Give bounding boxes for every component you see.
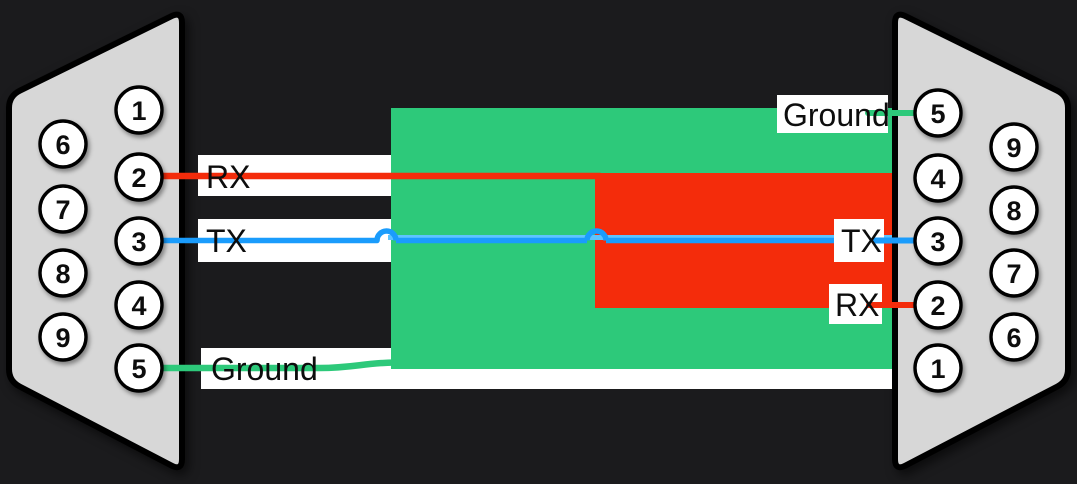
right-pin-9-number: 9 bbox=[1006, 133, 1021, 163]
tx-wire-hop-2 bbox=[584, 228, 609, 241]
left-pin-3 bbox=[114, 216, 164, 266]
left-pin-5 bbox=[114, 343, 164, 393]
right-pin-4 bbox=[913, 153, 963, 203]
left-pin-8-number: 8 bbox=[55, 259, 70, 289]
right-pin-1 bbox=[913, 343, 963, 393]
left-pin-5-number: 5 bbox=[131, 354, 146, 384]
left-pin-7-number: 7 bbox=[55, 195, 70, 225]
left-pin-4-number: 4 bbox=[131, 291, 146, 321]
left-pin-2 bbox=[114, 152, 164, 202]
left-tx-label: TX bbox=[206, 223, 247, 259]
right-pin-5-number: 5 bbox=[930, 99, 945, 129]
left-rx-label: RX bbox=[206, 159, 250, 195]
left-pin-1 bbox=[114, 85, 164, 135]
left-pin-8 bbox=[38, 248, 88, 298]
left-pin-9-number: 9 bbox=[55, 323, 70, 353]
left-pin-3-number: 3 bbox=[131, 227, 146, 257]
right-tx-label: TX bbox=[841, 223, 882, 259]
right-pin-6-number: 6 bbox=[1006, 323, 1021, 353]
left-pin-4 bbox=[114, 280, 164, 330]
right-ground-label: Ground bbox=[783, 97, 890, 133]
left-pin-7 bbox=[38, 184, 88, 234]
left-pin-6-number: 6 bbox=[55, 130, 70, 160]
right-pin-5 bbox=[913, 88, 963, 138]
right-pin-2-number: 2 bbox=[930, 291, 945, 321]
right-pin-9 bbox=[989, 122, 1039, 172]
left-pin-1-number: 1 bbox=[131, 96, 146, 126]
right-pin-1-number: 1 bbox=[930, 354, 945, 384]
tx-wire-hop-1 bbox=[374, 228, 399, 241]
right-pin-6 bbox=[989, 312, 1039, 362]
right-pin-2 bbox=[913, 280, 963, 330]
right-pin-8-number: 8 bbox=[1006, 196, 1021, 226]
left-pin-2-number: 2 bbox=[131, 163, 146, 193]
left-pin-9 bbox=[38, 312, 88, 362]
right-pin-4-number: 4 bbox=[930, 164, 945, 194]
right-pin-3-number: 3 bbox=[930, 227, 945, 257]
left-ground-label: Ground bbox=[211, 351, 318, 387]
right-rx-label: RX bbox=[835, 287, 879, 323]
right-pin-7 bbox=[989, 248, 1039, 298]
right-pin-3 bbox=[913, 216, 963, 266]
ground-wire-left-segment bbox=[155, 359, 398, 372]
right-pin-8 bbox=[989, 185, 1039, 235]
right-pin-7-number: 7 bbox=[1006, 259, 1021, 289]
left-pin-6 bbox=[38, 119, 88, 169]
